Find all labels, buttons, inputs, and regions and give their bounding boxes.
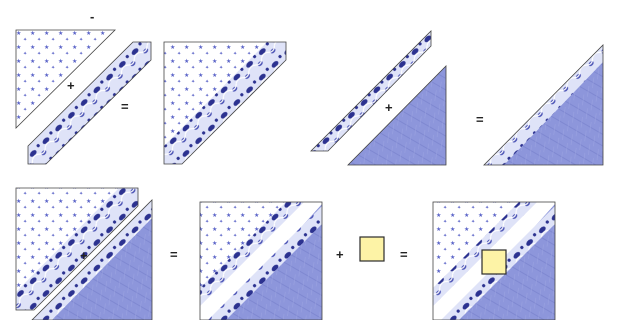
star-strip-unit-row2 [15, 187, 139, 311]
plus-sign-4: + [336, 247, 344, 262]
print-strip-piece [27, 41, 152, 165]
equals-sign-2: = [476, 112, 484, 127]
star-strip-unit [163, 41, 287, 165]
print-strip-piece-2 [310, 30, 432, 152]
combined-block [199, 201, 323, 320]
final-yellow-square [481, 249, 507, 275]
plus-sign-3: + [80, 248, 88, 263]
strip-solid-unit [483, 44, 604, 166]
equals-sign-4: = [400, 247, 408, 262]
equals-sign-3: = [170, 247, 178, 262]
solid-triangle-piece [347, 65, 447, 166]
yellow-center-square [359, 236, 385, 262]
equals-sign-1: = [121, 99, 129, 114]
plus-sign-2: + [385, 100, 393, 115]
plus-sign-1: + [67, 78, 75, 93]
minus-sign: - [90, 9, 94, 24]
star-triangle-piece [15, 29, 116, 129]
final-block [432, 201, 556, 320]
strip-solid-unit-row2 [31, 199, 153, 320]
